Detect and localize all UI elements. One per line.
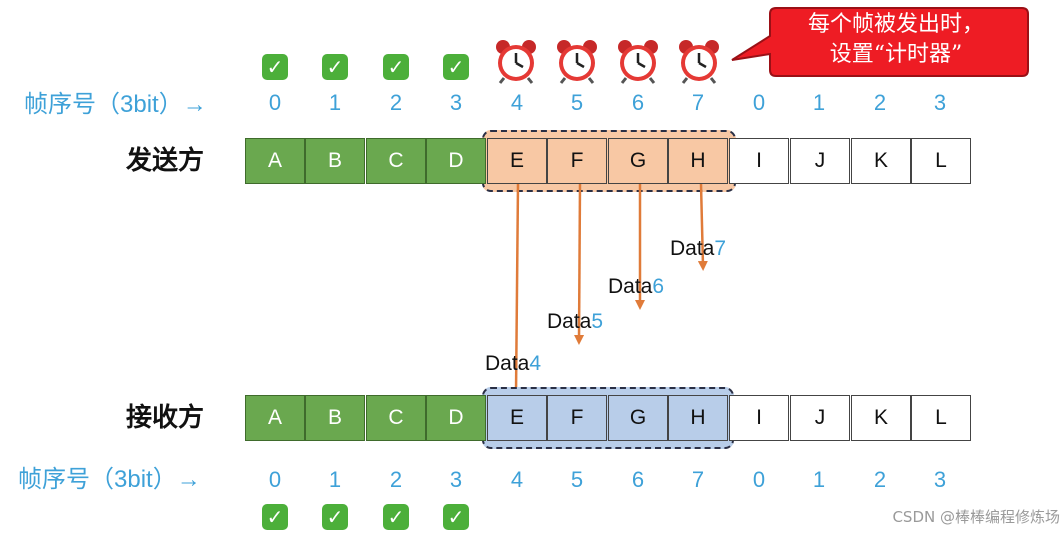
top-seq-number: 3 (933, 90, 947, 115)
sender-frame-in-window: E (487, 138, 547, 184)
data6-label: Data6 (608, 275, 665, 298)
alarm-clock-icon (496, 40, 536, 84)
receiver-frame-in-window: H (668, 395, 728, 441)
checkmark-icon: ✓ (443, 54, 469, 80)
bottom-seq-number: 3 (449, 467, 463, 492)
checkmark-icon: ✓ (262, 54, 288, 80)
alarm-clock-icon (557, 40, 597, 84)
checkmark-icon: ✓ (262, 504, 288, 530)
sender-frame-acked: C (366, 138, 426, 184)
receiver-label: 接收方 (126, 403, 205, 433)
sender-frame-in-window: G (608, 138, 668, 184)
receiver-frame: J (790, 395, 850, 441)
receiver-frame-acked: A (245, 395, 305, 441)
checkmark-icon: ✓ (322, 54, 348, 80)
sender-frame-acked: A (245, 138, 305, 184)
bottom-seq-label: 帧序号（3bit）→ (18, 466, 201, 493)
top-seq-number: 7 (691, 90, 705, 115)
top-seq-number: 2 (389, 90, 403, 115)
data4-label: Data4 (485, 352, 542, 375)
watermark: CSDN @棒棒编程修炼场 (892, 508, 1060, 526)
top-seq-number: 1 (328, 90, 342, 115)
data5-arrow (574, 183, 585, 345)
timer-callout-text: 每个帧被发出时， 设置“计时器” (807, 12, 984, 67)
bottom-seq-number: 2 (873, 467, 887, 492)
bottom-seq-number: 7 (691, 467, 705, 492)
alarm-clock-icon (618, 40, 658, 84)
top-seq-number: 0 (752, 90, 766, 115)
checkmark-icon: ✓ (383, 504, 409, 530)
alarm-clock-icon (679, 40, 719, 84)
top-seq-label: 帧序号（3bit）→ (24, 91, 207, 118)
bottom-seq-number: 1 (328, 467, 342, 492)
sender-frame: J (790, 138, 850, 184)
receiver-frame-acked: B (305, 395, 365, 441)
receiver-frame-acked: D (426, 395, 486, 441)
receiver-frame: L (911, 395, 971, 441)
receiver-frame-in-window: G (608, 395, 668, 441)
sender-frame-in-window: F (547, 138, 607, 184)
top-seq-number: 6 (631, 90, 645, 115)
sender-frame: I (729, 138, 789, 184)
receiver-frame: I (729, 395, 789, 441)
top-seq-number: 1 (812, 90, 826, 115)
top-seq-number: 0 (268, 90, 282, 115)
bottom-seq-number: 2 (389, 467, 403, 492)
receiver-frame-acked: C (366, 395, 426, 441)
sender-frame-acked: D (426, 138, 486, 184)
checkmark-icon: ✓ (322, 504, 348, 530)
timer-callout-bubble (731, 7, 1029, 77)
checkmark-icon: ✓ (443, 504, 469, 530)
sender-frame-in-window: H (668, 138, 728, 184)
data4-arrow (511, 183, 522, 398)
data7-arrow (697, 183, 708, 271)
checkmark-icon: ✓ (383, 54, 409, 80)
sender-frame: L (911, 138, 971, 184)
top-seq-number: 2 (873, 90, 887, 115)
sender-frame: K (851, 138, 911, 184)
data5-label: Data5 (547, 310, 604, 333)
bottom-seq-number: 1 (812, 467, 826, 492)
receiver-frame-in-window: F (547, 395, 607, 441)
bottom-seq-number: 4 (510, 467, 524, 492)
data7-label: Data7 (670, 237, 727, 260)
sender-frame-acked: B (305, 138, 365, 184)
receiver-frame: K (851, 395, 911, 441)
bottom-seq-number: 3 (933, 467, 947, 492)
bottom-seq-number: 5 (570, 467, 584, 492)
sender-label: 发送方 (126, 146, 205, 176)
top-seq-number: 4 (510, 90, 524, 115)
top-seq-number: 5 (570, 90, 584, 115)
bottom-seq-number: 6 (631, 467, 645, 492)
bottom-seq-number: 0 (752, 467, 766, 492)
top-seq-number: 3 (449, 90, 463, 115)
receiver-frame-in-window: E (487, 395, 547, 441)
bottom-seq-number: 0 (268, 467, 282, 492)
